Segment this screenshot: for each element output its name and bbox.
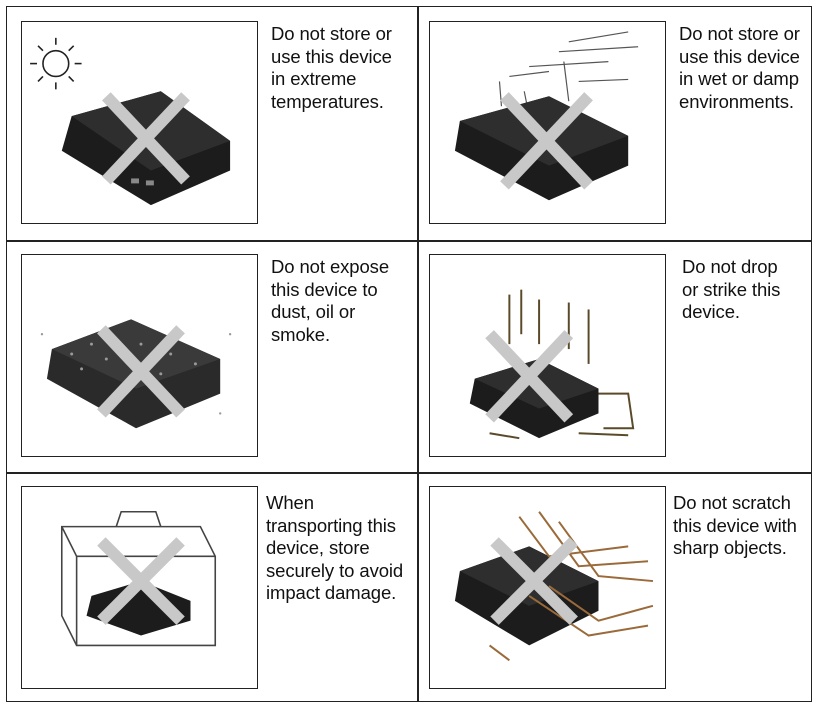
prohibited-cross-icon <box>97 325 185 418</box>
drop-warning-image <box>429 254 666 457</box>
impact-icon <box>489 289 635 440</box>
panel-caption: Do not scratch this device with sharp ob… <box>673 492 797 558</box>
moisture-warning-image <box>429 21 666 224</box>
scratch-warning-image <box>429 486 666 689</box>
panel-caption: Do not store or use this device in wet o… <box>679 23 800 112</box>
panel-caption: Do not store or use this device in extre… <box>271 23 392 112</box>
sun-icon <box>30 37 82 90</box>
prohibited-cross-icon <box>97 537 185 625</box>
panel-caption: Do not expose this device to dust, oil o… <box>271 256 390 345</box>
care-instructions-grid: Do not store or use this device in extre… <box>6 6 812 702</box>
column-divider <box>417 7 419 701</box>
prohibited-cross-icon <box>490 537 578 625</box>
panel-caption: Do not drop or strike this device. <box>682 256 781 322</box>
prohibited-cross-icon <box>485 330 574 423</box>
scratch-icon <box>488 511 654 662</box>
prohibited-cross-icon <box>500 92 593 190</box>
device-image <box>61 91 231 206</box>
prohibited-cross-icon <box>102 92 190 185</box>
temperature-warning-image <box>21 21 258 224</box>
panel-caption: When transporting this device, store sec… <box>266 492 404 603</box>
row-divider <box>7 472 811 474</box>
transport-warning-image <box>21 486 258 689</box>
rain-icon <box>498 31 639 117</box>
row-divider <box>7 240 811 242</box>
device-image <box>86 581 191 636</box>
dust-warning-image <box>21 254 258 457</box>
